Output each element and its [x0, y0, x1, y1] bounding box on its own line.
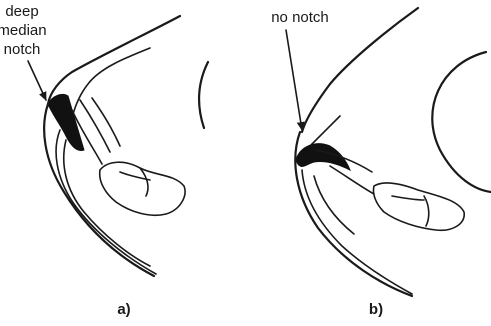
panel-a-inner-dorsal-line: [72, 48, 150, 118]
panel-b-claw-line-3: [330, 166, 374, 194]
panel-b-toe-pad-detail: [424, 196, 429, 226]
panel-b-toe-pad-inner: [392, 196, 424, 200]
panel-a-label-line-1: deep: [5, 3, 38, 20]
panel-b-pointer-arrow: [286, 30, 302, 130]
panel-b: no notch b): [271, 8, 491, 318]
panel-b-label: no notch: [271, 9, 329, 26]
panel-b-inner-dorsal-line: [310, 116, 340, 146]
panel-a-label-line-2: median: [0, 22, 47, 39]
panel-a-claw-line-2: [64, 140, 150, 266]
panel-a-claw-line-5: [92, 98, 120, 146]
panel-a-label-line-3: notch: [4, 41, 41, 58]
panel-a-pointer-arrow: [28, 61, 46, 100]
panel-b-claw-line-2: [314, 176, 354, 234]
panel-a-toe-pad-detail: [140, 168, 148, 196]
panel-a-dorsal-outline: [48, 16, 180, 104]
panel-a-caption: a): [117, 301, 130, 318]
panel-b-background-arc: [432, 52, 491, 192]
panel-b-caption: b): [369, 301, 383, 318]
panel-a-right-arc: [199, 62, 208, 128]
panel-b-dorsal-outline: [302, 8, 418, 132]
panel-a: deep median notch a): [0, 3, 208, 318]
panel-a-claw-line-4: [80, 100, 110, 152]
panel-b-toe-pad: [373, 183, 464, 230]
